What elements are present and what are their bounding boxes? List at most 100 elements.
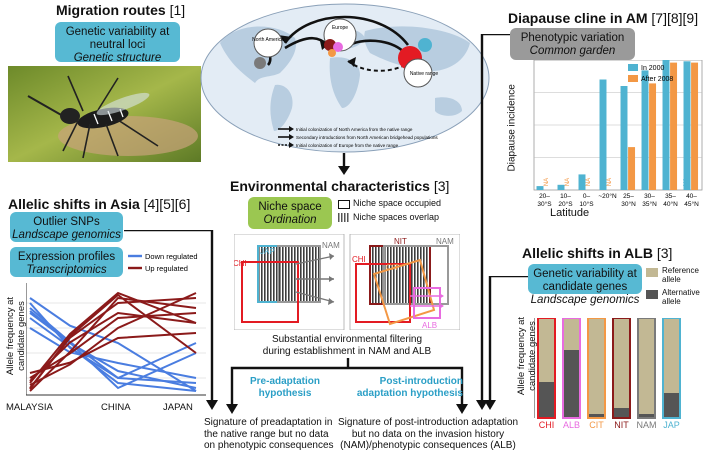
na-label-0: NA [544,178,550,186]
split-arrows [226,358,468,414]
tick-label-5: 30– [644,193,655,200]
tick-label-1-b: 20°S [558,200,573,208]
legend-down: Down regulated [145,252,198,261]
bar-in-2000-7 [683,61,691,190]
diapause-xlabel: Latitude [550,207,590,219]
arrow-diapause [476,34,510,410]
route-native-to-na [283,15,410,46]
legend-route-1: Initial colonization of North America fr… [296,127,413,132]
tick-label-6-b: 40°N [663,200,678,208]
ref-allele-bar-nit [612,318,631,419]
label-native-range: Native range [410,71,439,77]
alt-allele-bar-jap [664,393,679,417]
tick-label-7-b: 45°N [684,200,699,208]
label-nit: NIT [394,237,407,246]
bar-in-2000-6 [662,60,670,190]
arrow-map-to-env [338,153,350,175]
up-regulated-line [29,296,197,392]
migration-title: Migration routes [1] [56,2,186,18]
env-title: Environmental characteristics [3] [230,178,450,194]
pop-label-chi: CHI [539,420,555,430]
bar-after-2008-7 [691,62,699,190]
diapause-title: Diapause cline in AM [7][8][9] [508,10,699,26]
pop-label-cit: CIT [589,420,604,430]
bar-in-2000-1 [557,184,565,190]
label-nam-left: NAM [322,241,340,250]
asia-legend: Down regulated Up regulated [128,252,198,273]
tick-label-7: 40– [686,193,697,200]
pop-label-alb: ALB [563,420,580,430]
conclusion-post-introduction: Signature of post-introduction adaptatio… [338,417,519,451]
bar-in-2000-5 [641,70,649,190]
tick-label-3: ~20°N [598,192,617,200]
legend-route-2: Secondary introductions from North Ameri… [296,135,438,140]
label-alb: ALB [422,321,437,330]
alt-allele-bar-nit [614,408,629,417]
tick-label-4: 25– [623,193,634,200]
up-regulated-line [29,292,197,386]
alb-chart: CHI ALB CIT NIT NAM JAP [534,318,681,430]
bar-after-2008-4 [628,147,636,190]
down-regulated-line [29,312,197,390]
tick-label-5-b: 35°N [642,200,657,208]
up-regulated-line [29,332,197,374]
alt-allele-bar-chi [539,382,554,417]
alt-allele-bar-nam [639,414,654,417]
arrow-asia [124,230,218,410]
tick-label-0-b: 30°S [537,200,552,208]
legend-in-2000: In 2000 [641,65,664,72]
bar-in-2000-4 [620,86,628,190]
up-regulated-line [29,311,197,382]
up-regulated-line [29,291,197,384]
asia-chart [26,283,206,396]
label-chi-right: CHI [352,255,366,264]
bar-in-2000-0 [536,186,544,190]
x-label-china: CHINA [101,402,131,413]
bar-after-2008-5 [649,83,657,190]
bar-after-2008-6 [670,62,678,190]
legend-niche-overlap: Niche spaces overlap [353,212,440,222]
alt-allele-bar-alb [564,350,579,417]
tick-label-0: 20– [539,193,550,200]
na-label-1: NA [565,178,571,186]
legend-after-2008: After 2008 [641,76,673,83]
na-label-3: NA [607,178,613,186]
ref-allele-bar-nam [637,318,656,419]
label-cit: CIT [386,263,399,272]
alb-title: Allelic shifts in ALB [3] [522,245,673,261]
label-europe: Europe [332,25,348,31]
label-north-america: North America [252,37,284,43]
asia-title: Allelic shifts in Asia [4][5][6] [8,196,191,212]
label-jap: JAP [260,247,275,256]
label-nam-right: NAM [436,237,454,246]
legend-niche-occupied: Niche space occupied [353,198,442,208]
tick-label-2-b: 10°S [579,200,594,208]
pop-label-nit: NIT [614,420,629,430]
pop-label-jap: JAP [663,420,680,430]
ref-allele-bar-cit [587,318,606,419]
label-chi-left: CHI [234,259,247,268]
tick-label-6: 35– [665,193,676,200]
na-label-7: NA [683,178,689,186]
x-label-malaysia: MALAYSIA [6,402,53,413]
x-label-japan: JAPAN [163,402,193,413]
down-regulated-line [29,307,197,380]
legend-route-3: Initial colonization of Europe from the … [296,143,399,148]
world-map: North America Europe Native range Initia… [200,3,490,153]
legend-up: Up regulated [145,264,188,273]
pop-label-nam: NAM [637,420,657,430]
tick-label-2: 0– [583,193,591,200]
bar-in-2000-3 [599,79,607,190]
